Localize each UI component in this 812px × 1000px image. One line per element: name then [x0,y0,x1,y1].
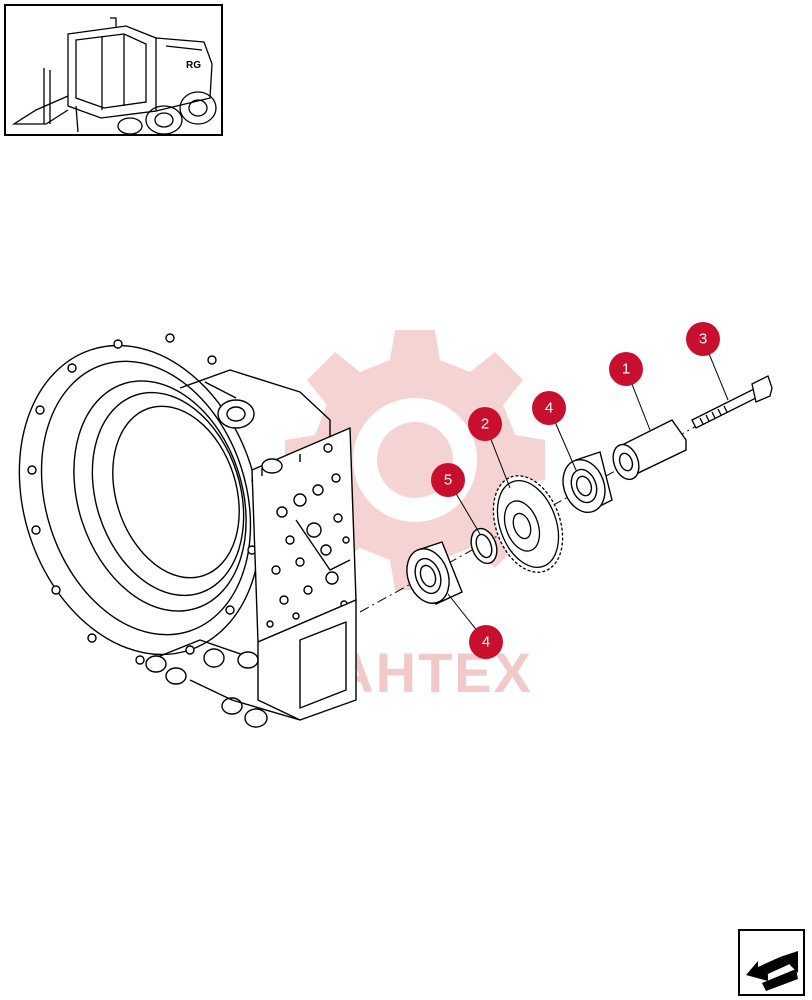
callout-4a: 4 [532,391,566,425]
machine-thumbnail: RG [4,4,223,136]
bearing-upper [562,451,613,514]
callout-2-circle [468,407,502,441]
callout-3-circle [686,322,720,356]
bearing-lower [406,541,463,605]
grader-illustration: RG [11,17,217,135]
callout-4b: 4 [469,625,503,659]
callout-5: 5 [431,463,465,497]
callout-5-circle [431,463,465,497]
callout-3-label: 3 [699,331,707,348]
callout-4b-label: 4 [482,634,490,651]
arrow-back-icon [746,951,798,991]
back-nav-button[interactable] [738,929,805,996]
callout-2: 2 [468,407,502,441]
callout-1: 1 [609,352,643,386]
callout-5-label: 5 [444,472,452,489]
callout-4a-label: 4 [545,400,553,417]
callout-1-label: 1 [622,361,630,378]
callout-3: 3 [686,322,720,356]
transmission-housing [18,333,357,728]
bolt [691,375,773,429]
callout-1-circle [609,352,643,386]
callout-4a-circle [532,391,566,425]
callout-4b-circle [469,625,503,659]
spacer-ring [470,527,498,565]
gear [492,475,564,573]
thumbnail-badge: RG [186,60,201,71]
callout-2-label: 2 [481,416,489,433]
shaft-sleeve [612,419,687,481]
